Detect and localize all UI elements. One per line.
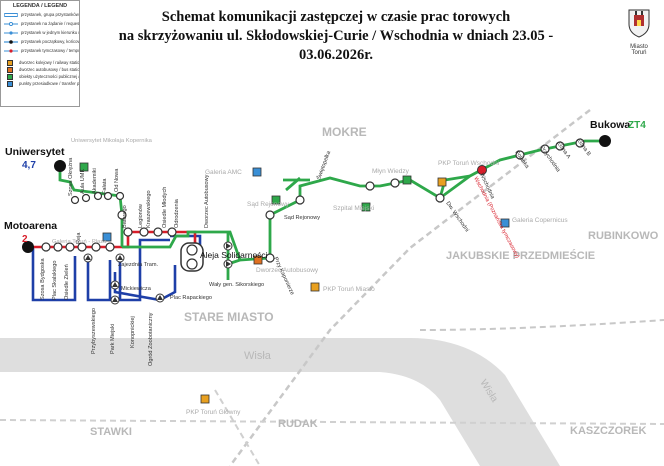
- railway-line-east: [419, 319, 664, 331]
- railway-station-icon: [7, 59, 13, 66]
- terminal-motoarena-line: 2: [22, 234, 28, 245]
- railway-line-south: [0, 419, 664, 425]
- svg-text:Wały gen. Sikorskiego: Wały gen. Sikorskiego: [209, 282, 264, 288]
- terminal-bukowa-label: Bukowa: [590, 119, 630, 131]
- svg-text:Park Miejski: Park Miejski: [110, 324, 116, 354]
- request-stop-markers: [83, 241, 233, 305]
- svg-text:Uniwersytet Mikołaja Kopernika: Uniwersytet Mikołaja Kopernika: [71, 138, 153, 144]
- svg-text:Reja: Reja: [76, 232, 82, 244]
- svg-text:Galeria AMC: Galeria AMC: [205, 169, 242, 176]
- svg-text:Plac Rapackiego: Plac Rapackiego: [170, 295, 212, 301]
- city-crest: Miasto Toruń: [622, 6, 656, 56]
- legend-title: LEGENDA / LEGEND: [12, 3, 68, 9]
- transfer-point-icon: [7, 80, 13, 87]
- terminal-uniwersytet-marker: [54, 160, 66, 172]
- svg-text:Fałata: Fałata: [102, 178, 108, 194]
- svg-text:Osiedle Zieleń: Osiedle Zieleń: [64, 264, 70, 300]
- svg-text:PKP Toruń Miasto: PKP Toruń Miasto: [323, 286, 375, 293]
- svg-text:Szosa Bydgoska: Szosa Bydgoska: [40, 257, 46, 300]
- legend-poi-item: dworzec autobusowy / bus station: [1, 66, 79, 73]
- one-direction-stop-icon: [4, 30, 18, 35]
- terminal-motoarena-label: Motoarena: [4, 220, 57, 232]
- legend-item: przystanek tymczasowy / temporary stop: [1, 46, 79, 55]
- crest-caption: Miasto Toruń: [630, 44, 648, 56]
- stop-markers: [41, 138, 585, 263]
- district-label: RUBINKOWO: [588, 230, 659, 242]
- title-line-1: Schemat komunikacji zastępczej w czasie …: [161, 9, 511, 25]
- bus-station-icon: [7, 66, 13, 73]
- svg-text:Ogród Zoobotaniczny: Ogród Zoobotaniczny: [148, 312, 154, 366]
- terminal-uniwersytet-label: Uniwersytet: [5, 146, 65, 158]
- svg-text:PKP Toruń Główny: PKP Toruń Główny: [186, 409, 241, 416]
- svg-text:Legionów: Legionów: [138, 203, 144, 228]
- temporary-stop-marker: [477, 165, 487, 175]
- poi-markers: [79, 162, 510, 404]
- svg-text:Mickiewicza: Mickiewicza: [121, 286, 152, 292]
- svg-text:Od Nowa: Od Nowa: [114, 168, 120, 192]
- legend-item: przystanek początkowy, końcowy / first, …: [1, 37, 79, 46]
- legend-item: przystanek na żądanie / request stop, pl…: [1, 19, 79, 28]
- svg-text:Aula UMK: Aula UMK: [80, 169, 86, 194]
- title-line-2: na skrzyżowaniu ul. Skłodowskiej-Curie /…: [118, 28, 554, 63]
- svg-text:Plac Skalskiego: Plac Skalskiego: [52, 261, 58, 301]
- legend-poi-item: punkty przesiadkowe / transfer points: [1, 80, 79, 87]
- svg-text:Batorego: Batorego: [122, 205, 128, 228]
- svg-text:PKP Toruń Wschodni: PKP Toruń Wschodni: [438, 160, 499, 167]
- svg-text:Kraszewskiego: Kraszewskiego: [146, 190, 152, 228]
- request-stop-icon: [4, 21, 18, 26]
- railway-line: [228, 109, 591, 466]
- terminal-bukowa-line: ZT4: [628, 120, 646, 131]
- legend: LEGENDA / LEGEND przystanek, grupa przys…: [0, 0, 80, 107]
- svg-text:Galeria Copernicus: Galeria Copernicus: [512, 217, 568, 224]
- terminal-bukowa-marker: [599, 135, 611, 147]
- river-label: Wisła: [244, 350, 272, 362]
- district-label: STAWKI: [90, 426, 132, 438]
- legend-item: przystanek, grupa przystanków / bus stop…: [1, 10, 79, 19]
- svg-text:Młyn Wiedzy: Młyn Wiedzy: [372, 168, 410, 175]
- terminal-uniwersytet-lines: 4,7: [22, 160, 36, 171]
- crest-icon: [628, 9, 650, 38]
- svg-text:Galeria Toruń - Plaza: Galeria Toruń - Plaza: [52, 239, 107, 245]
- district-label: JAKUBSKIE PRZEDMIEŚCIE: [446, 249, 595, 262]
- svg-text:Akademiki: Akademiki: [92, 168, 98, 194]
- stop-group-icon: [4, 12, 18, 17]
- svg-text:Świętopełka: Świętopełka: [314, 149, 332, 181]
- svg-text:Odrodzenia: Odrodzenia: [174, 198, 180, 228]
- page-title: Schemat komunikacji zastępczej w czasie …: [96, 8, 576, 65]
- railway-line-branch: [214, 389, 261, 466]
- svg-text:Sąd Rejonowy: Sąd Rejonowy: [284, 215, 320, 221]
- hub-aleja-solidarnosci: [180, 242, 204, 272]
- legend-item: przystanek w jednym kierunku / one direc…: [1, 28, 79, 37]
- svg-text:Przybyszewskiego: Przybyszewskiego: [91, 308, 97, 354]
- district-label: STARE MIASTO: [184, 310, 274, 324]
- svg-text:Dworzec Autobusowy: Dworzec Autobusowy: [204, 174, 210, 228]
- terminal-motoarena-marker: [22, 241, 34, 253]
- district-label: RUDAK: [278, 418, 318, 430]
- stop-label-aleja-solidarnosci: Aleja Solidarności: [200, 250, 268, 260]
- temporary-stop-icon: [4, 48, 18, 53]
- district-label: MOKRE: [322, 125, 367, 139]
- svg-text:Dw. Wschodni: Dw. Wschodni: [444, 201, 469, 233]
- poi-labels: Uniwersytet Mikołaja Kopernika Galeria T…: [52, 138, 568, 416]
- legend-poi-item: dworzec kolejowy / railway station: [1, 59, 79, 66]
- public-facility-icon: [7, 73, 13, 80]
- terminal-stop-icon: [4, 39, 18, 44]
- legend-poi-item: obiekty użyteczności publicznej / public…: [1, 73, 79, 80]
- svg-text:Sąd Rejonowy: Sąd Rejonowy: [247, 201, 290, 208]
- svg-text:Przy Kaponierze: Przy Kaponierze: [272, 256, 295, 296]
- river-wisla: [0, 338, 560, 466]
- svg-text:Osiedle Młodych: Osiedle Młodych: [162, 187, 168, 228]
- svg-text:Dworzec Autobusowy: Dworzec Autobusowy: [256, 267, 319, 274]
- svg-text:Szosa Okrężna: Szosa Okrężna: [68, 157, 74, 196]
- district-label: KASZCZOREK: [570, 425, 646, 437]
- svg-text:Konopnickiej: Konopnickiej: [130, 316, 136, 348]
- svg-text:Szpital Miejski: Szpital Miejski: [333, 205, 374, 212]
- svg-text:Zajezdnia Tram.: Zajezdnia Tram.: [118, 262, 159, 268]
